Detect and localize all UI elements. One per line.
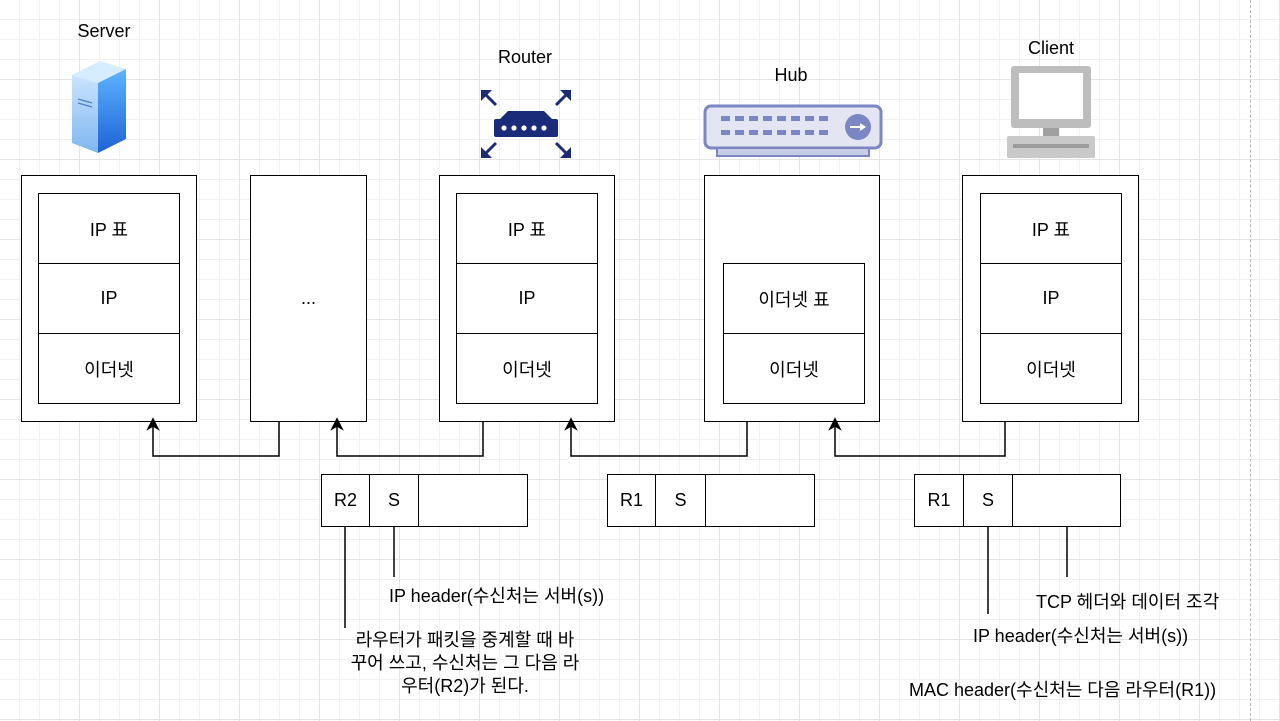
router-stack: IP 표 IP 이더넷 [439, 175, 615, 422]
client-computer-icon [1007, 66, 1095, 158]
router-layer-ip: IP [456, 263, 598, 334]
frame-payload [706, 475, 814, 526]
frame-mac-dest: R1 [608, 475, 656, 526]
router-layer-ethernet: 이더넷 [456, 333, 598, 404]
server-layer-ethernet: 이더넷 [38, 333, 180, 404]
frame-payload [419, 475, 527, 526]
router-label: Router [497, 47, 553, 67]
hub-stack: 이더넷 표 이더넷 [704, 175, 880, 422]
router-note-line-1: 라우터가 패킷을 중계할 때 바 [355, 630, 575, 650]
router-note-line-3: 우터(R2)가 된다. [401, 676, 529, 696]
frame-mac-dest: R1 [915, 475, 964, 526]
router-icon [481, 90, 571, 158]
tcp-data-annotation: TCP 헤더와 데이터 조각 [1036, 592, 1220, 612]
mac-header-annotation: MAC header(수신처는 다음 라우터(R1)) [909, 680, 1217, 700]
ip-header-annotation-right: IP header(수신처는 서버(s)) [973, 626, 1189, 646]
ip-header-annotation-left: IP header(수신처는 서버(s)) [389, 586, 605, 606]
packet-frame-hub-to-router: R1 S [607, 474, 815, 527]
intermediate-node: ... [250, 175, 367, 422]
frame-ip-dest: S [964, 475, 1013, 526]
server-label: Server [77, 21, 131, 41]
router-note-line-2: 꾸어 쓰고, 수신처는 그 다음 라 [350, 653, 580, 673]
server-layer-ip-table: IP 표 [38, 193, 180, 264]
router-layer-ip-table: IP 표 [456, 193, 598, 264]
arrow-middle-to-server [146, 417, 280, 457]
frame-ip-dest: S [656, 475, 706, 526]
hub-layer-ethernet-table: 이더넷 표 [723, 263, 865, 334]
arrow-client-to-hub [828, 417, 1006, 457]
arrow-hub-to-router [564, 417, 748, 457]
packet-frame-client-to-hub: R1 S [914, 474, 1121, 527]
packet-frame-router-to-server: R2 S [321, 474, 528, 527]
frame-ip-dest: S [370, 475, 419, 526]
server-stack: IP 표 IP 이더넷 [21, 175, 197, 422]
hub-layer-ethernet: 이더넷 [723, 333, 865, 404]
arrow-router-to-middle [330, 417, 484, 457]
client-stack: IP 표 IP 이더넷 [962, 175, 1139, 422]
server-icon [72, 61, 126, 153]
client-label: Client [1027, 38, 1075, 58]
frame-mac-dest: R2 [322, 475, 370, 526]
server-layer-ip: IP [38, 263, 180, 334]
client-layer-ip: IP [980, 263, 1122, 334]
frame-payload [1013, 475, 1120, 526]
hub-label: Hub [774, 65, 808, 85]
router-rewrite-note: 라우터가 패킷을 중계할 때 바 꾸어 쓰고, 수신처는 그 다음 라 우터(R… [320, 629, 610, 698]
client-layer-ip-table: IP 표 [980, 193, 1122, 264]
hub-icon [703, 104, 883, 157]
page-boundary-line [1250, 0, 1251, 721]
client-layer-ethernet: 이더넷 [980, 333, 1122, 404]
